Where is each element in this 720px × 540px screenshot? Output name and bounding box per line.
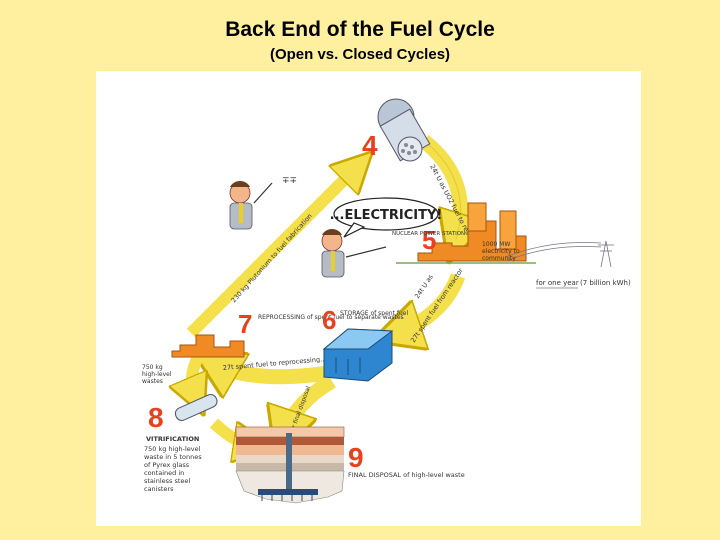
arrow-spent-to-reprocessing bbox=[214, 363, 330, 377]
fuel-cycle-diagram: 24t U as UO2 fuel to reactor 230 kg Plut… bbox=[142, 98, 631, 504]
svg-text:∓∓: ∓∓ bbox=[282, 176, 297, 186]
page-title: Back End of the Fuel Cycle bbox=[225, 18, 495, 41]
step-number-4: 4 bbox=[362, 130, 378, 161]
electricity-line-3: community bbox=[482, 255, 516, 262]
arrow-spent-from-reactor bbox=[396, 273, 466, 333]
step-number-5: 5 bbox=[422, 225, 436, 255]
fuel-assembly-illustration bbox=[377, 98, 431, 162]
step-label-7: REPROCESSING of spent fuel to separate w… bbox=[258, 314, 404, 321]
hlw-line-3: wastes bbox=[142, 378, 163, 385]
vitrification-line-3: of Pyrex glass bbox=[144, 461, 190, 469]
vitrification-line-2: waste in 5 tonnes bbox=[144, 453, 202, 461]
vitrification-line-1: 750 kg high-level bbox=[144, 445, 201, 453]
step-number-6: 6 bbox=[322, 305, 336, 335]
storage-pool-illustration bbox=[322, 328, 394, 382]
label-spent-from-reactor-top: 24t U as bbox=[413, 273, 435, 300]
geological-repository-illustration bbox=[235, 426, 345, 504]
electricity-line-1: 1000 MW bbox=[482, 241, 510, 248]
speech-bubble-text: ...ELECTRICITY! bbox=[330, 208, 443, 223]
vitrification-line-4: contained in bbox=[144, 469, 184, 477]
step-number-9: 9 bbox=[348, 442, 364, 473]
step-number-7: 7 bbox=[238, 309, 252, 339]
reprocessing-plant-illustration bbox=[171, 334, 245, 358]
hlw-line-1: 750 kg bbox=[142, 364, 163, 371]
electricity-line-2: electricity to bbox=[482, 248, 520, 255]
vitrification-line-5: stainless steel bbox=[144, 477, 190, 485]
billion-kwh: (7 billion kWh) bbox=[580, 279, 631, 287]
hlw-line-2: high-level bbox=[142, 371, 172, 378]
step-label-6: STORAGE of spent fuel bbox=[340, 310, 408, 317]
transmission-tower-illustration bbox=[505, 240, 614, 268]
vitrification-line-6: canisters bbox=[144, 485, 174, 493]
step-label-8: VITRIFICATION bbox=[146, 435, 199, 443]
arrow-fuel-to-reactor bbox=[419, 135, 461, 239]
power-station-illustration bbox=[396, 202, 536, 264]
page-subtitle: (Open vs. Closed Cycles) bbox=[269, 46, 451, 63]
diagram-panel: 24t U as UO2 fuel to reactor 230 kg Plut… bbox=[96, 71, 641, 526]
scientist-figure-top: ∓∓ bbox=[229, 176, 297, 230]
speech-bubble bbox=[333, 197, 439, 238]
step-label-5: NUCLEAR POWER STATION bbox=[392, 231, 465, 237]
scientist-figure-middle bbox=[321, 229, 387, 278]
arrow-to-vitrification bbox=[192, 354, 198, 397]
glass-canister-illustration bbox=[174, 393, 218, 421]
arrow-plutonium bbox=[186, 166, 358, 338]
label-spent-from-reactor: 27t spent fuel from reactor bbox=[409, 267, 465, 345]
step-number-8: 8 bbox=[148, 402, 164, 433]
for-one-year: for one year bbox=[536, 279, 579, 287]
step-label-9: FINAL DISPOSAL of high-level waste bbox=[348, 471, 465, 479]
